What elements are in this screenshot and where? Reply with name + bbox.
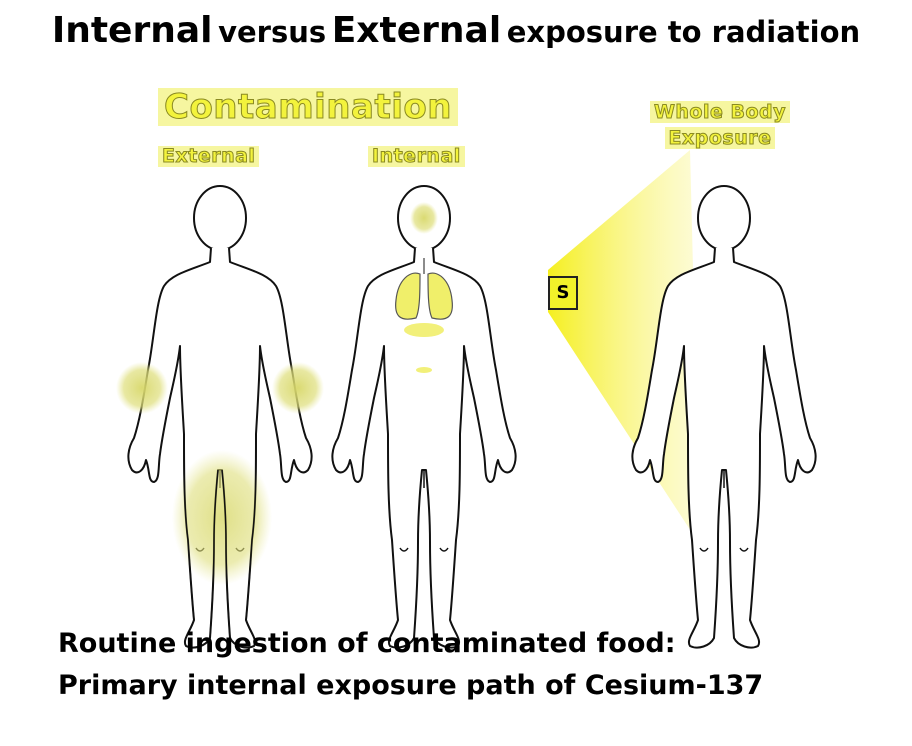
page-title: Internal versus External exposure to rad… <box>0 10 912 51</box>
title-internal: Internal <box>51 10 213 51</box>
caption: Routine ingestion of contaminated food: … <box>58 623 763 707</box>
caption-line1: Routine ingestion of contaminated food: <box>58 628 676 659</box>
title-rest: exposure to radiation <box>506 15 861 49</box>
title-versus: versus <box>218 15 327 49</box>
internal-figure <box>331 185 517 649</box>
whole-body-line1: Whole Body <box>649 101 791 124</box>
caption-line2: Primary internal exposure path of Cesium… <box>58 670 764 701</box>
radiation-source-box: S <box>548 276 578 310</box>
contamination-spot <box>116 362 168 414</box>
whole-body-exposure-label: Whole Body Exposure <box>630 100 810 151</box>
stomach-contamination <box>404 323 444 337</box>
right-lung <box>427 272 453 320</box>
external-figure-outline <box>183 433 257 649</box>
contamination-label: Contamination <box>158 88 458 126</box>
intestine-contamination <box>416 367 432 373</box>
contamination-spot <box>272 362 324 414</box>
internal-label: Internal <box>368 146 465 167</box>
external-figure <box>116 185 324 649</box>
title-external: External <box>331 10 502 51</box>
contamination-spot <box>172 450 272 585</box>
external-label: External <box>158 146 260 167</box>
brain-contamination <box>410 202 438 234</box>
left-lung <box>395 272 421 320</box>
whole-body-line2: Exposure <box>664 126 776 149</box>
